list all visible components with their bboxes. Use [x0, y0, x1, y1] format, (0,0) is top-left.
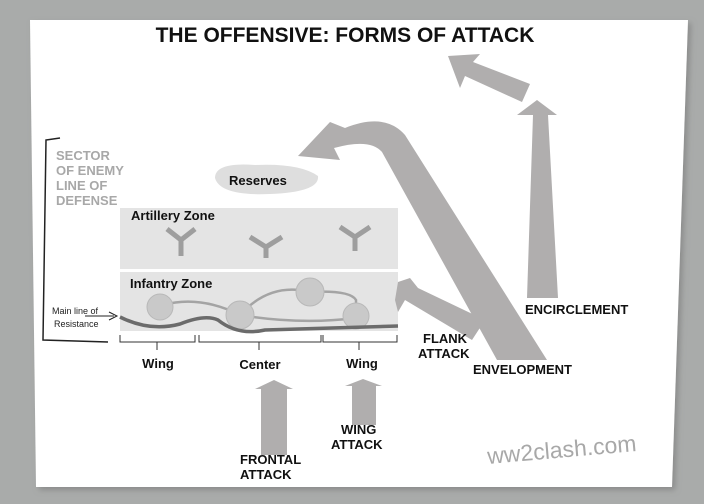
segment-label-center: Center: [239, 357, 280, 372]
wing-attack-label: ATTACK: [331, 437, 383, 452]
segment-label-wing: Wing: [346, 356, 378, 371]
main-line-label: Resistance: [54, 319, 99, 329]
wing-bracket: [119, 335, 196, 350]
frontal-attack-label: ATTACK: [240, 467, 292, 482]
main-line-of-resistance: [119, 315, 399, 334]
flank-attack-label: ATTACK: [418, 346, 470, 361]
artillery-zone-label: Artillery Zone: [131, 208, 215, 223]
sector-bracket: [42, 137, 109, 343]
envelopment-label: ENVELOPMENT: [473, 362, 572, 377]
encirclement-label: ENCIRCLEMENT: [525, 302, 628, 317]
wing-attack-arrow: [345, 379, 382, 425]
infantry-zone-label: Infantry Zone: [130, 276, 212, 291]
wing-attack-label: WING: [341, 422, 376, 437]
main-line-pointer: [85, 311, 119, 321]
encirclement-arrow: [517, 100, 558, 298]
infantry-position: [295, 277, 325, 307]
segment-label-wing: Wing: [142, 356, 174, 371]
sector-label-line: LINE OF: [56, 178, 107, 193]
frontal-attack-arrow: [255, 380, 293, 455]
infantry-position: [146, 293, 174, 321]
diagram-title: THE OFFENSIVE: FORMS OF ATTACK: [156, 24, 535, 47]
encirclement-top-arrow: [448, 54, 530, 102]
sector-label-line: DEFENSE: [56, 193, 118, 208]
center-bracket: [198, 335, 322, 350]
flank-attack-label: FLANK: [423, 331, 468, 346]
artillery-icon: [338, 224, 372, 251]
artillery-zone: [120, 208, 398, 269]
wing-bracket: [322, 335, 398, 350]
reserves-area: [215, 164, 319, 195]
infantry-position: [342, 302, 370, 330]
envelopment-arrow: [298, 121, 547, 360]
frontal-attack-label: FRONTAL: [240, 452, 301, 467]
sector-label-line: SECTOR: [56, 148, 111, 163]
flank-attack-arrow: [395, 278, 485, 340]
infantry-position: [225, 300, 255, 330]
main-line-label: Main line of: [52, 306, 99, 316]
reserves-label: Reserves: [229, 173, 287, 188]
artillery-icon: [248, 234, 284, 258]
sector-label-line: OF ENEMY: [56, 163, 124, 178]
artillery-icon: [165, 227, 197, 256]
